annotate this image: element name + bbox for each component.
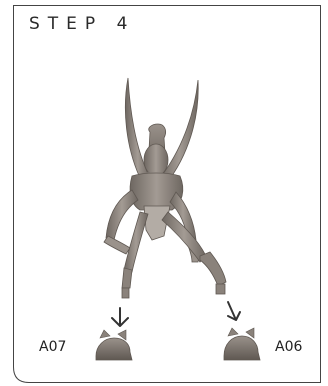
figure-head: [144, 124, 168, 176]
left-leg: [122, 212, 148, 298]
arrow-down-icon: [112, 308, 128, 326]
right-leg: [162, 212, 226, 294]
part-label-a07: A07: [39, 339, 66, 355]
arrow-down-icon: [228, 302, 240, 320]
part-label-a06: A06: [275, 339, 302, 355]
foot-part-a06: [224, 328, 260, 360]
foot-part-a07: [96, 330, 132, 360]
